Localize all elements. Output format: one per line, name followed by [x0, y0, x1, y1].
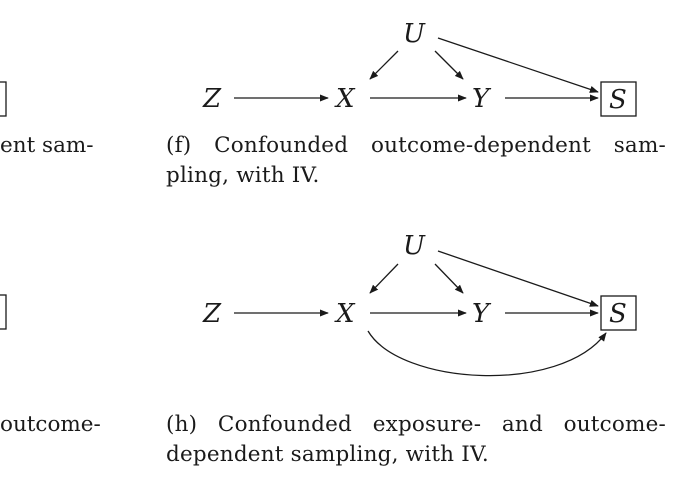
- partial-caption-top: ent sam-: [0, 133, 94, 158]
- edge-u-x: [369, 50, 399, 80]
- caption-f-line2: pling, with IV.: [166, 163, 320, 188]
- partial-box-top: [0, 81, 7, 117]
- caption-h-line1: (h) Confounded exposure- and outcome-: [166, 412, 666, 437]
- node-s-box: [600, 295, 637, 331]
- node-y: Y: [472, 84, 492, 114]
- node-s: S: [609, 299, 627, 329]
- edge-x-s-curved: [367, 330, 607, 377]
- edge-u-y: [434, 263, 464, 294]
- caption-f-line1: (f) Confounded outcome-dependent sam-: [166, 133, 666, 158]
- node-u: U: [403, 231, 426, 261]
- node-s: S: [609, 85, 627, 115]
- edge-u-x: [369, 263, 399, 294]
- edge-u-s: [437, 37, 599, 93]
- dag-f: U Z X Y S: [202, 19, 637, 117]
- node-y: Y: [472, 299, 492, 329]
- dag-h: U Z X Y S: [202, 231, 637, 377]
- node-z: Z: [202, 84, 222, 114]
- caption-h-line2: dependent sampling, with IV.: [166, 442, 489, 467]
- partial-caption-bottom: outcome-: [0, 412, 101, 437]
- node-x: X: [334, 299, 356, 329]
- node-z: Z: [202, 299, 222, 329]
- caption-h: (h) Confounded exposure- and outcome- de…: [166, 410, 666, 470]
- partial-box-bottom: [0, 294, 7, 330]
- edge-u-s: [437, 250, 599, 307]
- edge-u-y: [434, 50, 464, 80]
- node-s-box: [600, 81, 637, 117]
- node-u: U: [403, 19, 426, 49]
- node-x: X: [334, 84, 356, 114]
- caption-f: (f) Confounded outcome-dependent sam- pl…: [166, 131, 666, 191]
